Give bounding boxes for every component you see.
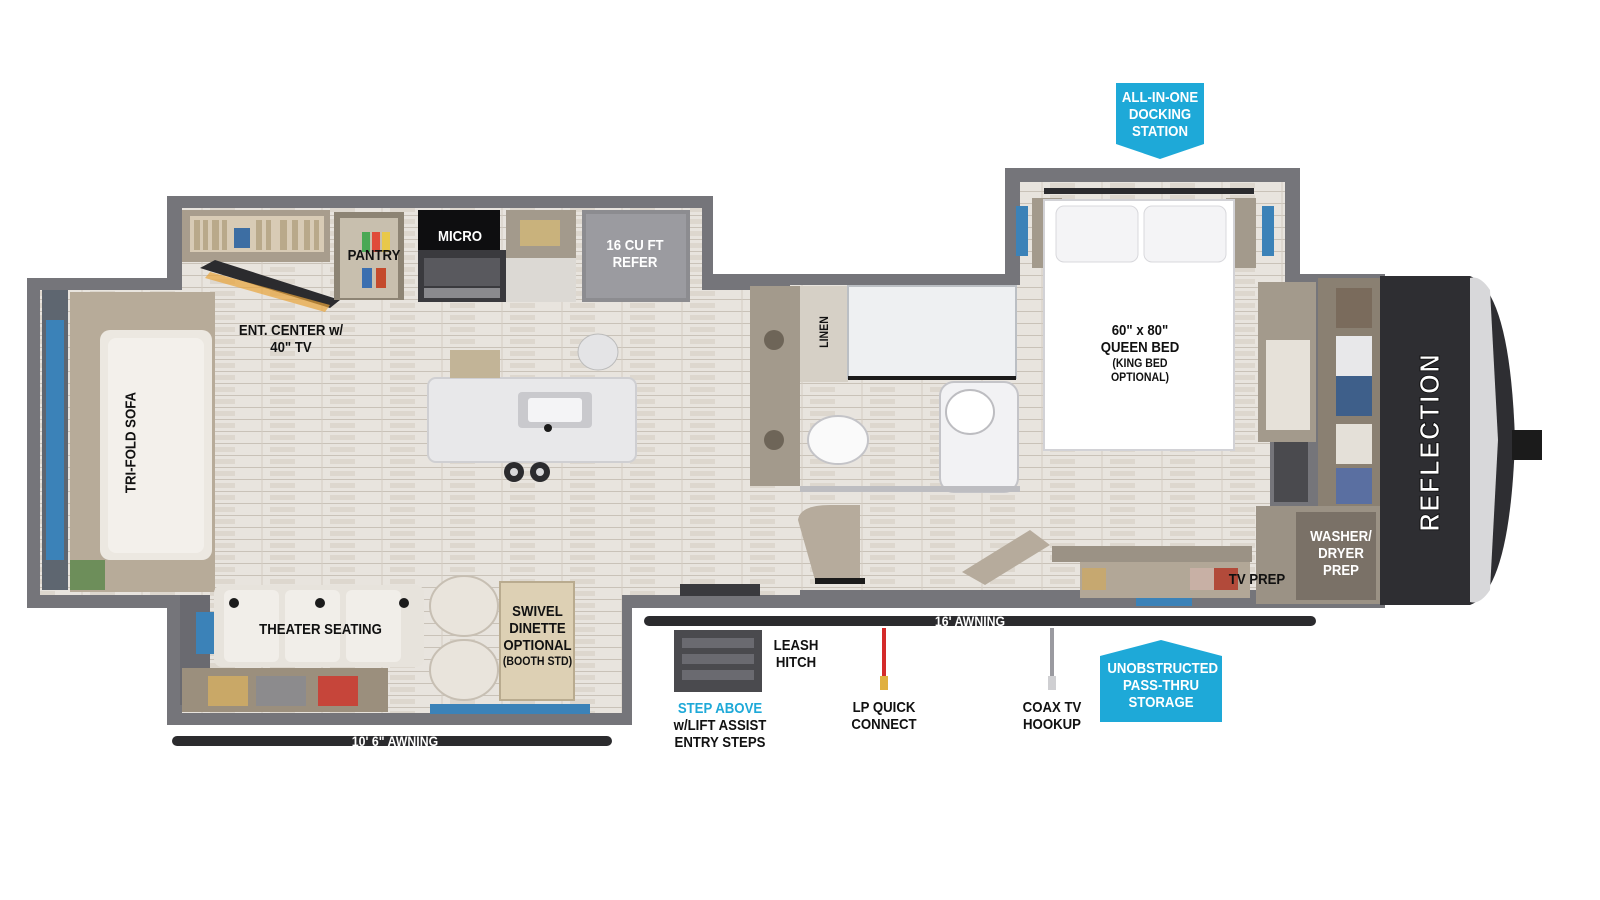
kitchen-cabinets: [506, 210, 690, 302]
docking-station-callout: ALL-IN-ONE DOCKING STATION: [1116, 83, 1204, 159]
kitchen-island: [427, 333, 637, 482]
bedroom: [1016, 188, 1274, 451]
micro-label: MICRO: [438, 228, 482, 245]
brand-logo: REFLECTION: [1414, 352, 1446, 532]
coax-tv-hookup-label: COAX TV HOOKUP: [1022, 699, 1082, 733]
microwave-stove: [418, 210, 506, 302]
awning-large-label: 16' AWNING: [934, 613, 1006, 629]
pantry-label: PANTRY: [347, 247, 401, 264]
washer-dryer-label: WASHER/ DRYER PREP: [1310, 528, 1372, 579]
refer-label: 16 CU FT REFER: [606, 237, 664, 271]
tri-fold-sofa: [42, 290, 215, 592]
entry-steps-label: STEP ABOVE w/LIFT ASSIST ENTRY STEPS: [673, 700, 767, 751]
door-area: [680, 505, 1050, 596]
dinette-label: SWIVEL DINETTE OPTIONAL (BOOTH STD): [502, 603, 573, 668]
tv-prep-label: TV PREP: [1228, 571, 1286, 588]
awning-small-label: 10' 6" AWNING: [351, 733, 439, 749]
entertainment-center: [182, 210, 340, 312]
leash-hitch-label: LEASH HITCH: [773, 637, 819, 671]
pantry: [334, 212, 404, 300]
bed-label: 60" x 80" QUEEN BED (KING BED OPTIONAL): [1100, 322, 1180, 384]
awnings: [172, 616, 1316, 746]
front-closet: [1256, 278, 1380, 604]
bathroom: [750, 285, 1020, 493]
swivel-dinette: [429, 575, 590, 714]
passthru-storage-callout: UNOBSTRUCTED PASS-THRU STORAGE: [1100, 640, 1222, 722]
storage-cabinet: [1052, 546, 1252, 606]
utility-lines: [880, 628, 1056, 690]
sofa-label: TRI-FOLD SOFA: [122, 391, 140, 494]
linen-label: LINEN: [817, 316, 831, 348]
theater-seating: [180, 585, 424, 712]
theater-seating-label: THEATER SEATING: [259, 621, 382, 638]
entry-steps: [674, 630, 762, 692]
lp-quick-connect-label: LP QUICK CONNECT: [851, 699, 917, 733]
ent-center-label: ENT. CENTER w/ 40" TV: [238, 322, 344, 356]
